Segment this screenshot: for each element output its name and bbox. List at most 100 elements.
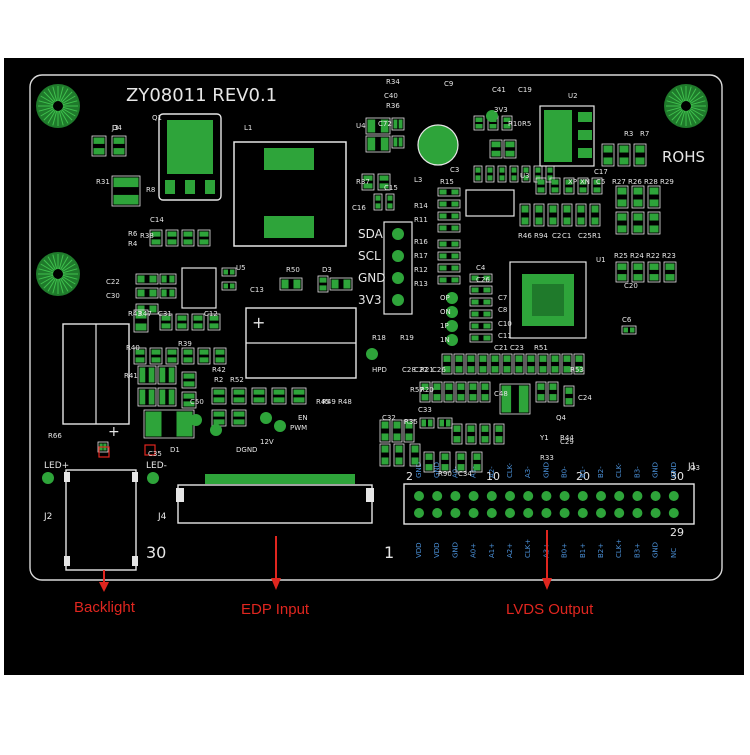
- smd-part: [379, 443, 391, 467]
- j1-pin-even: [414, 491, 424, 501]
- component-designator: R27: [612, 178, 626, 186]
- smd-pad: [319, 285, 327, 291]
- smd-outline: [513, 353, 525, 375]
- led-plus-pad: [42, 472, 54, 484]
- component-designator: R57: [410, 386, 424, 394]
- smd-part: [503, 139, 517, 159]
- smd-part: [455, 451, 467, 473]
- smd-outline: [137, 387, 157, 407]
- smd-pad: [151, 349, 161, 355]
- smd-pad: [451, 213, 459, 219]
- smd-pad: [253, 389, 265, 395]
- test-pad: [210, 424, 222, 436]
- smd-outline: [409, 443, 421, 467]
- smd-part: [547, 381, 559, 403]
- smd-pad: [563, 205, 571, 213]
- smd-part: [561, 203, 573, 227]
- smd-outline: [563, 177, 575, 195]
- j1-pin-odd: [632, 508, 643, 518]
- component-designator: D3: [322, 266, 332, 274]
- smd-part: [443, 381, 455, 403]
- smd-part: [549, 353, 561, 375]
- j1-pin-odd: [468, 508, 479, 518]
- smd-pad: [451, 253, 459, 259]
- smd-outline: [181, 229, 195, 247]
- smd-part: [133, 347, 147, 365]
- board-outline: [29, 74, 723, 581]
- smd-pad: [481, 394, 489, 401]
- smd-part: [135, 303, 159, 315]
- smd-pad: [537, 383, 545, 390]
- smd-pad: [379, 175, 389, 181]
- j1-signal-label-top: GND: [542, 462, 550, 478]
- smd-pad: [471, 323, 479, 329]
- smd-part: [647, 185, 661, 209]
- smd-part: [563, 177, 575, 195]
- smd-pad: [563, 217, 571, 225]
- smd-part: [111, 175, 141, 207]
- smd-pad: [665, 274, 675, 281]
- smd-pad: [451, 265, 459, 271]
- smd-pad: [167, 239, 177, 245]
- label-led-minus: LED-: [146, 461, 167, 471]
- smd-outline: [373, 193, 383, 211]
- smd-pad: [428, 419, 433, 427]
- smd-pad: [433, 383, 441, 390]
- smd-pad: [491, 150, 501, 157]
- smd-part: [519, 203, 531, 227]
- smd-pad: [183, 393, 195, 399]
- component-designator: R36: [386, 102, 400, 110]
- component-designator: R39: [178, 340, 192, 348]
- smd-pad: [139, 389, 146, 405]
- smd-part: [465, 353, 477, 375]
- component-designator: C41: [492, 86, 506, 94]
- component-designator: C9: [444, 80, 453, 88]
- smd-pad: [421, 419, 426, 427]
- svg-text:+: +: [108, 424, 120, 440]
- component-designator: D4: [112, 124, 122, 132]
- smd-part: [533, 203, 545, 227]
- smd-pad: [575, 366, 583, 373]
- smd-outline: [365, 135, 391, 153]
- component-designator: U2: [568, 92, 578, 100]
- smd-outline: [391, 117, 405, 131]
- test-pad: [446, 292, 458, 304]
- smd-pad: [475, 167, 481, 173]
- smd-outline: [469, 321, 493, 331]
- label-led-plus: LED+: [44, 461, 69, 471]
- smd-pad: [421, 383, 429, 390]
- smd-pad: [375, 195, 381, 201]
- smd-pad: [523, 175, 529, 181]
- smd-pad: [565, 179, 573, 185]
- smd-pad: [475, 175, 481, 181]
- smd-part: [137, 365, 157, 385]
- component-designator: C29: [560, 438, 574, 446]
- mounting-hole-center: [53, 269, 63, 279]
- j1-signal-label-bottom: B2+: [597, 543, 605, 558]
- smd-part: [469, 273, 493, 283]
- smd-outline: [465, 423, 477, 445]
- smd-pad: [161, 275, 167, 283]
- smd-outline: [419, 381, 431, 403]
- smd-pad: [633, 263, 643, 270]
- smd-outline: [591, 177, 603, 195]
- j1-pin-even: [559, 491, 570, 501]
- j1-signal-label-top: GND: [415, 462, 423, 478]
- component-designator: C2: [552, 232, 561, 240]
- component-designator: R20: [420, 386, 434, 394]
- edp-pin1: 1: [384, 543, 394, 562]
- smd-outline: [519, 203, 531, 227]
- smd-part: [181, 371, 197, 389]
- smd-part: [231, 387, 247, 405]
- smd-pad: [293, 397, 305, 403]
- smd-part: [479, 423, 491, 445]
- component-designator: R21: [420, 366, 434, 374]
- smd-pad: [446, 419, 451, 427]
- smd-pad: [137, 305, 145, 313]
- smd-part: [317, 275, 329, 293]
- smd-pad: [455, 355, 463, 362]
- component-designator: C21: [494, 344, 508, 352]
- smd-pad: [549, 394, 557, 401]
- smd-part: [403, 419, 415, 443]
